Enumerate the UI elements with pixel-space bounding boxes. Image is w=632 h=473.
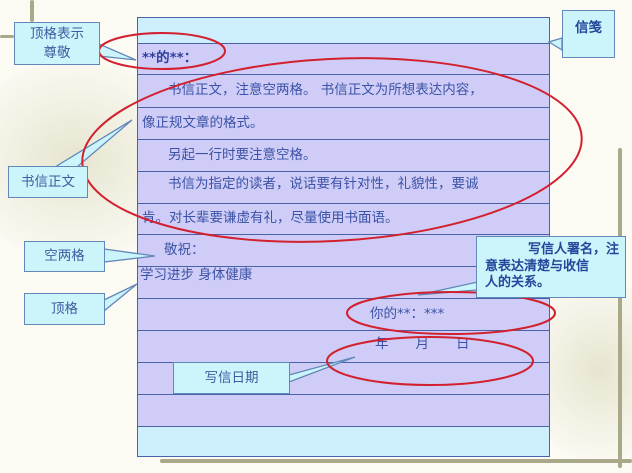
- signature-text: 你的**：***: [370, 305, 445, 322]
- callout-top-respect-line1: 顶格表示: [30, 26, 84, 43]
- body-text-line: 像正规文章的格式。: [142, 114, 264, 131]
- callout-signature-line1: 写信人署名，注: [527, 241, 619, 257]
- wishes-text: 学习进步 身体健康: [140, 267, 253, 283]
- letter-footer-row: [138, 427, 549, 456]
- vine-decoration-top-left: [30, 0, 34, 22]
- letter-wishes-row: 学习进步 身体健康: [138, 267, 549, 299]
- body-text-line: 书信为指定的读者，说话要有针对性，礼貌性，要诚: [168, 176, 479, 192]
- letter-date-row: 年 月 日: [138, 331, 549, 363]
- letter-body-row: 像正规文章的格式。: [138, 108, 549, 140]
- letter-signature-row: 你的**：***: [138, 299, 549, 331]
- callout-tail-letter-paper: [547, 37, 563, 52]
- letter-salutation-row: **的**：: [138, 44, 549, 75]
- date-day: 日: [456, 336, 470, 352]
- callout-letter-paper: 信笺: [562, 10, 615, 58]
- callout-body-text-label: 书信正文: [21, 173, 75, 190]
- callout-top-respect: 顶格表示 尊敬: [14, 22, 100, 65]
- vine-decoration-right: [618, 148, 622, 468]
- letter-body-row: 书信正文，注意空两格。 书信正文为所想表达内容，: [138, 75, 549, 108]
- letter-header-row: [138, 18, 549, 44]
- letter-body-row: 肯。对长辈要谦虚有礼，尽量使用书面语。: [138, 204, 549, 235]
- callout-signature-line3: 人的关系。: [485, 275, 551, 291]
- callout-signature-line2: 意表达清楚与收信: [485, 258, 590, 274]
- salutation-text: **的**：: [142, 50, 198, 67]
- date-year: 年: [375, 336, 389, 352]
- letter-empty-row: [138, 395, 549, 427]
- callout-tail-top-respect: [98, 43, 137, 61]
- vine-decoration-bottom: [160, 459, 632, 463]
- closing-text: 敬祝：: [164, 241, 205, 258]
- letter-empty-row: [138, 363, 549, 395]
- callout-signature: 写信人署名，注 意表达清楚与收信 人的关系。: [476, 236, 626, 298]
- letter-closing-row: 敬祝：: [138, 235, 549, 267]
- callout-top-respect-line2: 尊敬: [43, 44, 71, 61]
- callout-top-align: 顶格: [24, 293, 105, 325]
- callout-date: 写信日期: [173, 362, 290, 394]
- callout-top-align-label: 顶格: [51, 300, 78, 317]
- letter-body-row: 书信为指定的读者，说话要有针对性，礼貌性，要诚: [138, 172, 549, 204]
- callout-tail-top-align: [103, 283, 138, 313]
- callout-date-label: 写信日期: [204, 369, 259, 386]
- body-text-line: 书信正文，注意空两格。 书信正文为所想表达内容，: [168, 82, 483, 99]
- callout-two-spaces: 空两格: [24, 241, 105, 272]
- callout-two-spaces-label: 空两格: [44, 248, 85, 265]
- vine-decoration-left-h: [0, 35, 14, 38]
- body-text-line: 肯。对长辈要谦虚有礼，尽量使用书面语。: [142, 210, 399, 227]
- body-text-line: 另起一行时要注意空格。: [168, 146, 317, 163]
- date-month: 月: [415, 336, 430, 352]
- letter-body-row: 另起一行时要注意空格。: [138, 140, 549, 172]
- callout-body-text: 书信正文: [8, 166, 88, 198]
- callout-letter-paper-text: 信笺: [575, 20, 602, 36]
